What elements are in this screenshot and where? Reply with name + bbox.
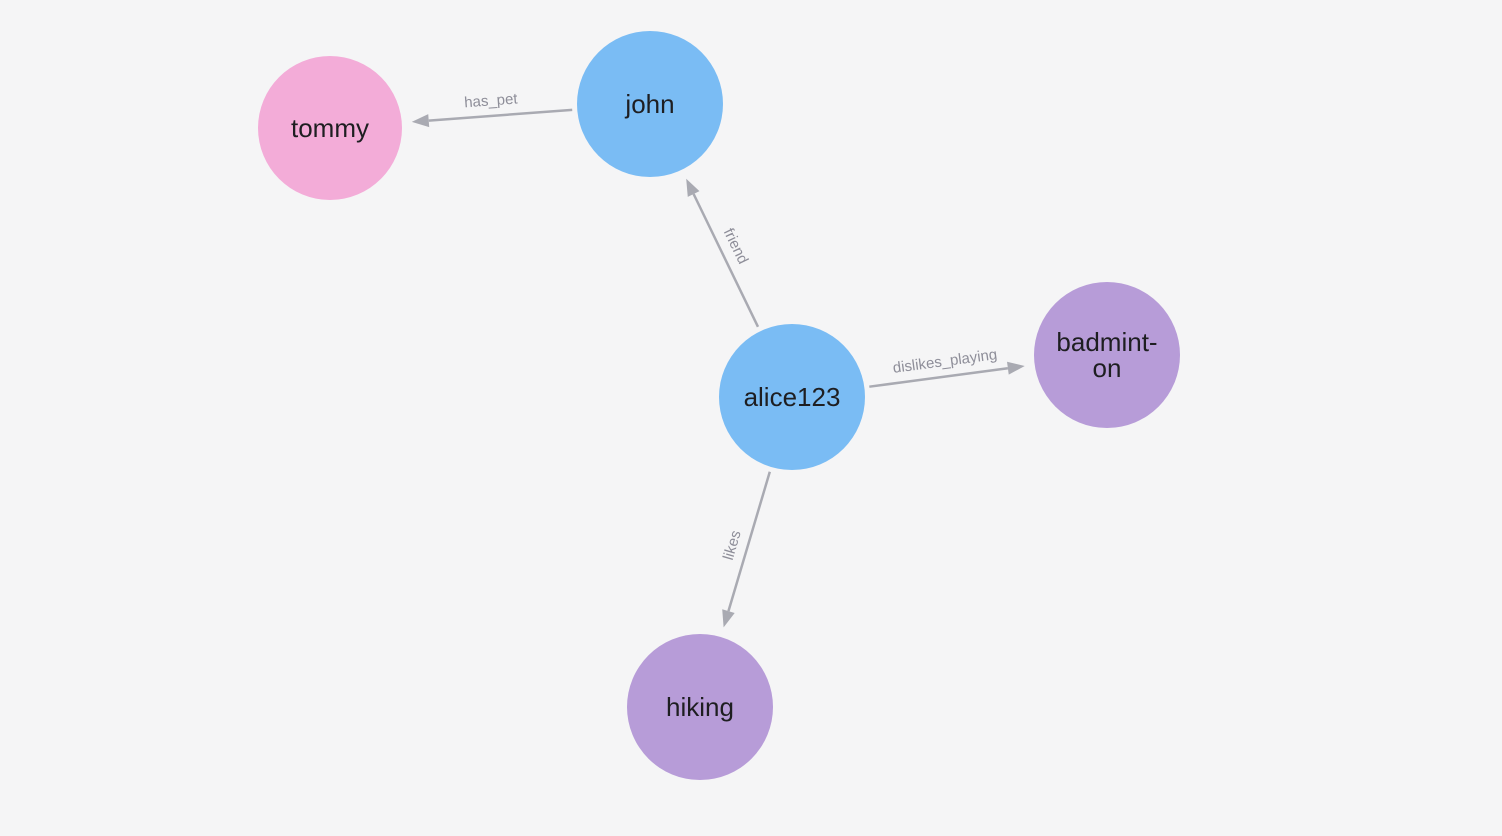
edge-label-likes: likes: [720, 529, 745, 563]
node-circle-alice123[interactable]: [719, 324, 865, 470]
graph-node-hiking[interactable]: hiking: [627, 634, 773, 780]
graph-node-john[interactable]: john: [577, 31, 723, 177]
node-circle-tommy[interactable]: [258, 56, 402, 200]
edge-arrowhead-icon: [411, 114, 430, 128]
edge-line-friend: [692, 193, 760, 328]
graph-node-badminton[interactable]: badmint-on: [1034, 282, 1180, 428]
edge-arrowhead-icon: [1007, 361, 1025, 375]
node-circle-john[interactable]: [577, 31, 723, 177]
node-circle-hiking[interactable]: [627, 634, 773, 780]
graph-edge-friend[interactable]: friend: [686, 178, 760, 328]
edge-arrowhead-icon: [722, 609, 735, 628]
graph-edge-has_pet[interactable]: has_pet: [411, 90, 573, 128]
edge-line-has_pet: [428, 108, 573, 122]
edge-label-has_pet: has_pet: [464, 90, 519, 111]
graph-edge-dislikes_playing[interactable]: dislikes_playing: [869, 346, 1025, 388]
edge-label-friend: friend: [720, 226, 752, 267]
edge-arrowhead-icon: [686, 178, 700, 197]
graph-edge-likes[interactable]: likes: [720, 471, 772, 628]
node-circle-badminton[interactable]: [1034, 282, 1180, 428]
graph-node-alice123[interactable]: alice123: [719, 324, 865, 470]
graph-node-tommy[interactable]: tommy: [258, 56, 402, 200]
edge-line-likes: [727, 471, 772, 612]
edge-line-dislikes_playing: [869, 366, 1009, 388]
